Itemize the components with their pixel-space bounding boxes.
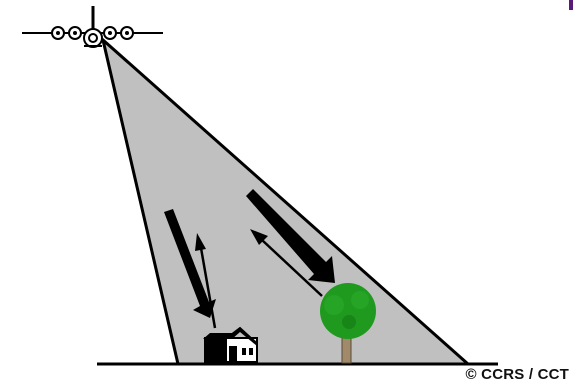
airplane-icon: [22, 6, 163, 47]
copyright-credit: © CCRS / CCT: [466, 366, 569, 383]
radar-beam: [103, 40, 468, 364]
